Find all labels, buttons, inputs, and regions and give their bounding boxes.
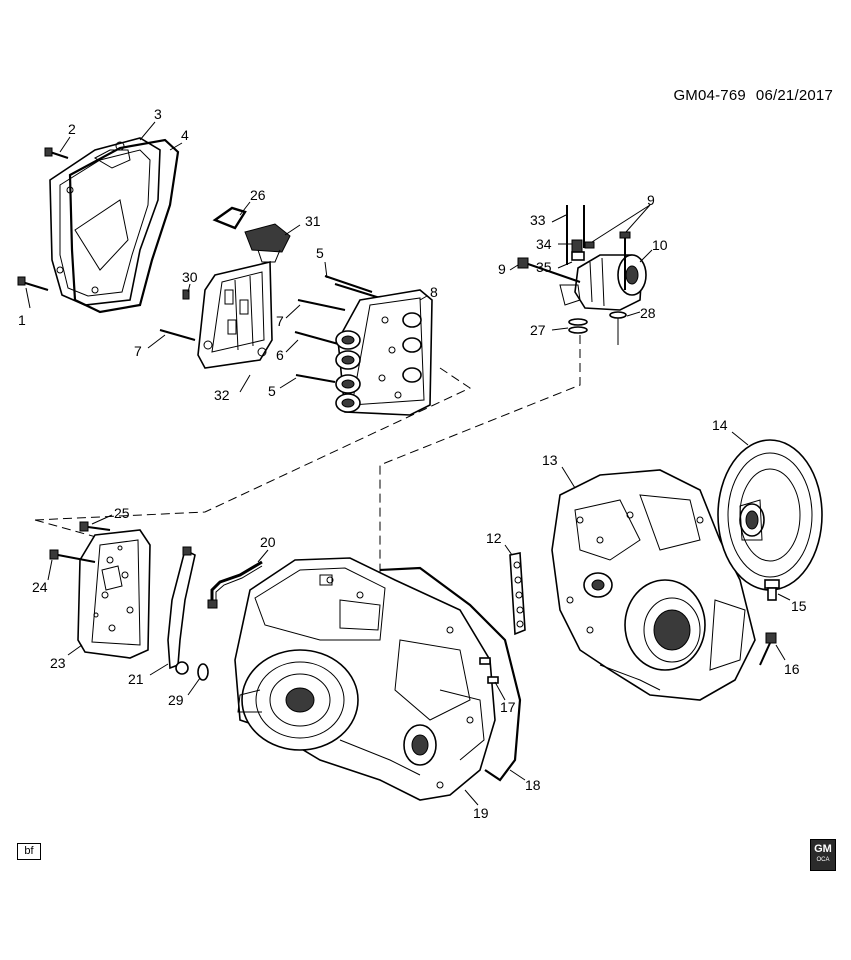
- callout-12: 12: [486, 530, 502, 546]
- auxiliary-pump: [559, 239, 647, 311]
- callout-16: 16: [784, 661, 800, 677]
- fluid-tube: [167, 546, 196, 675]
- drain-plug-15: [764, 579, 780, 601]
- callout-20: 20: [260, 534, 276, 550]
- callout-32: 32: [214, 387, 230, 403]
- bolt-7-left: [159, 329, 196, 341]
- control-valve-body: [77, 529, 151, 659]
- diagram-header: GM04-769 06/21/2017: [663, 87, 833, 104]
- bolt-9-left: [517, 257, 581, 283]
- transmission-case: [234, 557, 496, 801]
- callout-10: 10: [652, 237, 668, 253]
- callout-34: 34: [536, 236, 552, 252]
- bolt-7: [297, 299, 346, 311]
- callout-4: 4: [181, 127, 189, 143]
- washer-28: [609, 311, 627, 345]
- callout-33: 33: [530, 212, 546, 228]
- diagram-date: 06/21/2017: [755, 87, 833, 104]
- bolt-2: [44, 147, 69, 159]
- bolt-25: [79, 521, 111, 532]
- position-sensor: [244, 223, 291, 263]
- callout-9-top: 9: [647, 192, 655, 208]
- oil-pan-cover: [49, 137, 161, 306]
- callout-28: 28: [640, 305, 656, 321]
- callout-3: 3: [154, 106, 162, 122]
- oil-pan-gasket: [68, 138, 180, 314]
- bolt-16: [759, 632, 777, 666]
- callout-6: 6: [276, 347, 284, 363]
- callout-21: 21: [128, 671, 144, 687]
- bolt-30: [182, 289, 190, 300]
- callout-2: 2: [68, 121, 76, 137]
- callout-24: 24: [32, 579, 48, 595]
- gm-logo: GM OCA: [810, 839, 836, 871]
- sensor-clip: [212, 206, 247, 230]
- callout-7-left: 7: [134, 343, 142, 359]
- callout-15: 15: [791, 598, 807, 614]
- cooler-pipe: [207, 560, 263, 609]
- callout-5-lower: 5: [268, 383, 276, 399]
- bolt-6: [294, 331, 343, 346]
- callout-23: 23: [50, 655, 66, 671]
- callout-9-left: 9: [498, 261, 506, 277]
- bolt-5-upper: [324, 275, 381, 299]
- wiring-connector: [509, 552, 526, 636]
- torque-converter: [717, 439, 823, 591]
- dowel-pin-17: [479, 657, 499, 684]
- callout-1: 1: [18, 312, 26, 328]
- artist-tag: bf: [17, 843, 41, 860]
- callout-13: 13: [542, 452, 558, 468]
- callout-26: 26: [250, 187, 266, 203]
- leader-lines: [25, 121, 791, 806]
- callout-29: 29: [168, 692, 184, 708]
- callout-labels: 1 2 3 4 5 5 6 7 7 8 9 9 10 12 13 14 15 1…: [18, 106, 807, 821]
- bolt-24: [49, 549, 96, 563]
- solenoid-valve-body: [335, 289, 433, 416]
- seal-29: [197, 663, 209, 681]
- callout-5-upper: 5: [316, 245, 324, 261]
- diagram-code: GM04-769: [673, 87, 746, 104]
- callout-35: 35: [536, 259, 552, 275]
- callout-30: 30: [182, 269, 198, 285]
- gm-logo-subtext: OCA: [816, 857, 830, 863]
- callout-31: 31: [305, 213, 321, 229]
- bolt-1: [17, 276, 49, 291]
- transaxle-housing: [551, 469, 756, 701]
- callout-8: 8: [430, 284, 438, 300]
- callout-25: 25: [114, 505, 130, 521]
- callout-14: 14: [712, 417, 728, 433]
- callout-7: 7: [276, 313, 284, 329]
- callout-27: 27: [530, 322, 546, 338]
- callout-17: 17: [500, 699, 516, 715]
- control-bracket: [197, 260, 273, 369]
- callout-18: 18: [525, 777, 541, 793]
- gm-logo-text: GM: [814, 843, 832, 855]
- bolt-33: [566, 205, 585, 265]
- case-gasket: [379, 566, 522, 782]
- seal-27: [568, 318, 588, 334]
- bolt-5-lower: [295, 374, 336, 383]
- bolt-9-top: [584, 231, 631, 290]
- callout-19: 19: [473, 805, 489, 821]
